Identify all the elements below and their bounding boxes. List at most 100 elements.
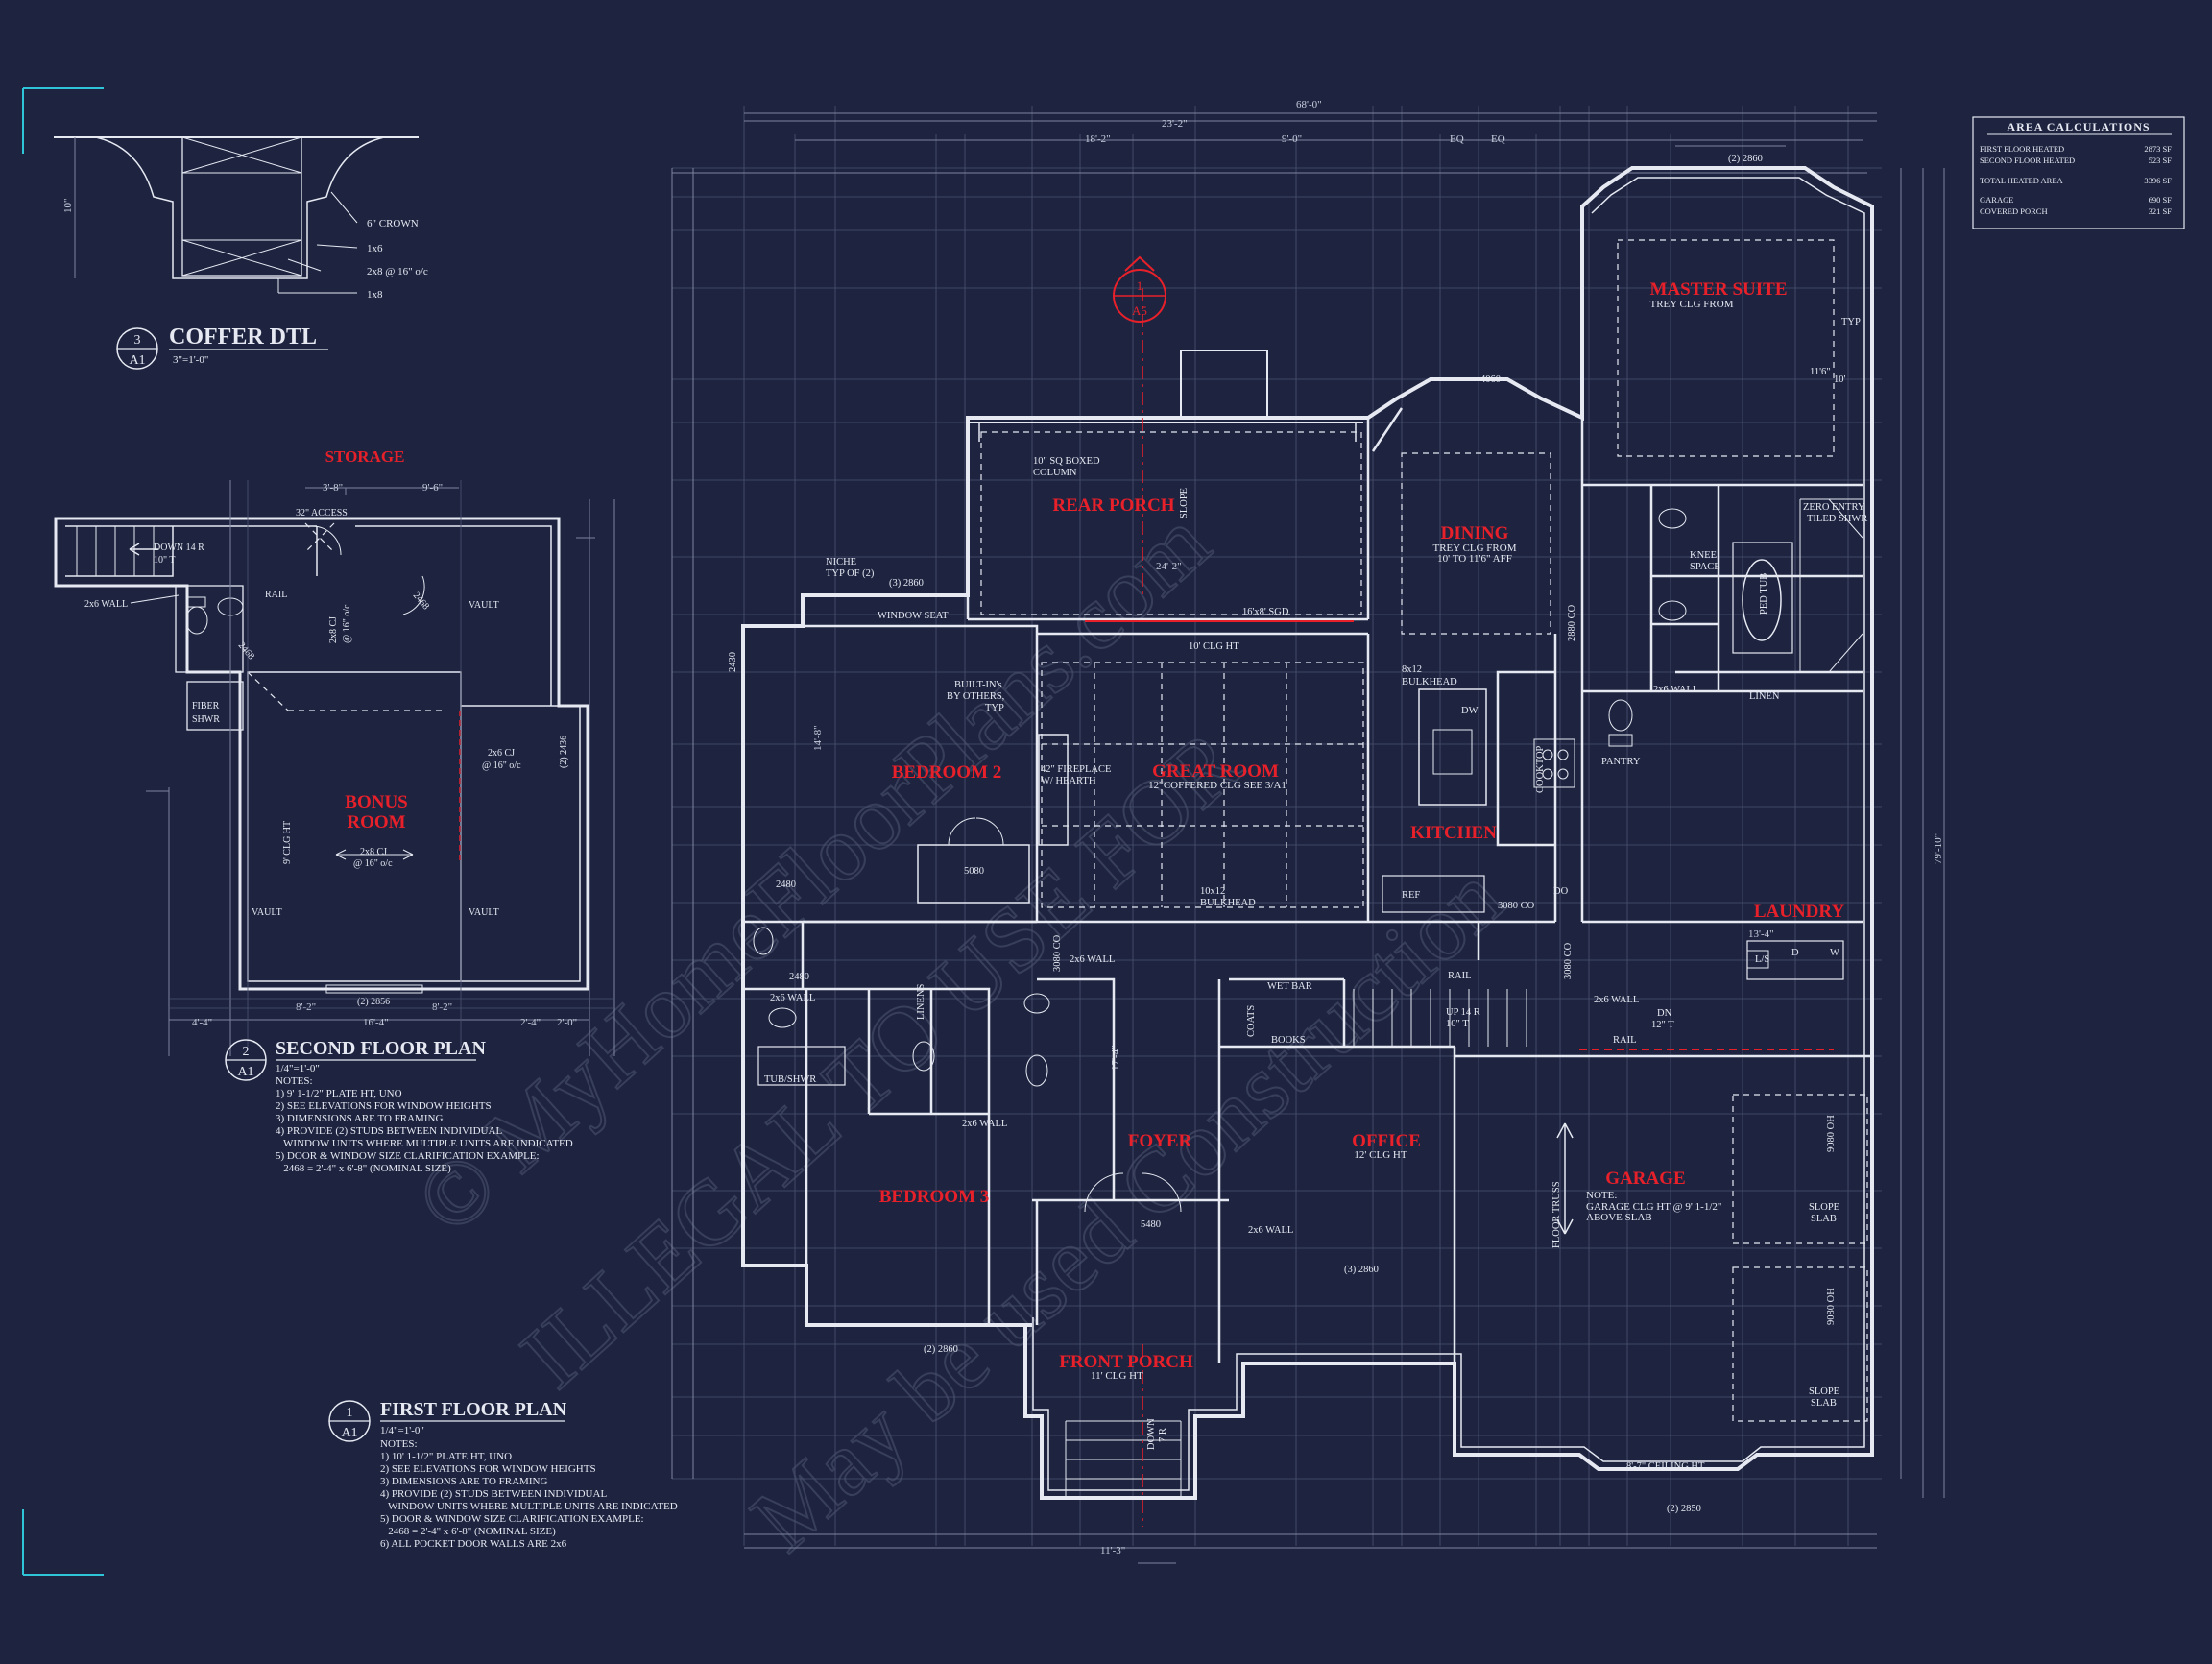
room-foyer: FOYER <box>1128 1131 1192 1151</box>
coffer-sheet: A1 <box>129 353 145 368</box>
note-2880-co: 2880 CO <box>1567 604 1577 641</box>
coffer-scale: 3"=1'-0" <box>173 354 208 366</box>
second-dim-4: 16'-4" <box>363 1017 389 1028</box>
room-rear-porch: REAR PORCH <box>1052 495 1174 516</box>
second-dim-3: 4'-4" <box>192 1017 212 1028</box>
first-note-2: 2) SEE ELEVATIONS FOR WINDOW HEIGHTS <box>380 1463 596 1475</box>
note-window-seat: WINDOW SEAT <box>878 611 949 621</box>
room-garage: GARAGE <box>1605 1169 1685 1189</box>
area-value-porch: 321 SF <box>2149 206 2173 216</box>
note-linens: LINENS <box>916 984 926 1020</box>
area-label-first: FIRST FLOOR HEATED <box>1980 144 2064 154</box>
area-value-second: 523 SF <box>2149 156 2173 165</box>
second-vault-1: VAULT <box>469 600 499 611</box>
second-vault-3: VAULT <box>469 907 499 918</box>
note-2860-a: (2) 2860 <box>924 1344 958 1355</box>
note-5080: 5080 <box>964 866 984 877</box>
section-marker-a5: 1 A5 <box>1113 255 1166 323</box>
note-rail-2: RAIL <box>1613 1035 1637 1046</box>
note-2480-b: 2480 <box>789 972 809 982</box>
note-bulkhead-2: BULKHEAD <box>1402 677 1457 687</box>
note-boxed-1: 10" SQ BOXED <box>1033 456 1100 467</box>
note-d: D <box>1791 948 1799 958</box>
note-w: W <box>1830 948 1839 958</box>
note-coats: COATS <box>1246 1005 1257 1037</box>
note-linen: LINEN <box>1749 691 1780 702</box>
note-niche-2: TYP OF (2) <box>826 568 875 579</box>
note-2x6-b: 2x6 WALL <box>1070 954 1115 965</box>
room-storage: STORAGE <box>325 447 405 466</box>
first-num: 1 <box>347 1406 353 1420</box>
note-builtin-1: BUILT-IN's <box>954 680 1002 690</box>
room-bonus-2: ROOM <box>347 812 405 832</box>
first-note-8: 6) ALL POCKET DOOR WALLS ARE 2x6 <box>380 1538 567 1550</box>
first-note-1: 1) 10' 1-1/2" PLATE HT, UNO <box>380 1451 512 1462</box>
first-notes-title: NOTES: <box>380 1438 418 1450</box>
note-2x6-d: 2x6 WALL <box>962 1119 1007 1129</box>
second-scale: 1/4"=1'-0" <box>276 1063 320 1074</box>
annotations: 10" SQ BOXED COLUMN SLOPE NICHE TYP OF (… <box>728 154 1867 1514</box>
note-2x6-a: 2x6 WALL <box>1653 685 1698 695</box>
second-dim-7: 2'-4" <box>520 1017 541 1028</box>
second-note-4: 4) PROVIDE (2) STUDS BETWEEN INDIVIDUAL <box>276 1125 502 1137</box>
area-label-porch: COVERED PORCH <box>1980 206 2048 216</box>
second-2856: (2) 2856 <box>357 997 390 1007</box>
dim-9: 9'-0" <box>1282 133 1302 145</box>
room-dining-sub1: TREY CLG FROM <box>1433 543 1517 554</box>
area-label-total: TOTAL HEATED AREA <box>1980 176 2064 185</box>
note-11-6: 11'6" <box>1810 367 1831 377</box>
room-bedroom-2: BEDROOM 2 <box>892 762 1002 783</box>
note-ceiling-87: 8'-7" CEILING HT <box>1626 1461 1705 1472</box>
note-down: DOWN <box>1146 1418 1157 1450</box>
note-slab-2: SLAB <box>1811 1398 1837 1409</box>
area-title: AREA CALCULATIONS <box>2007 120 2150 133</box>
note-niche-1: NICHE <box>826 557 856 567</box>
second-dim-6: 8'-2" <box>432 1001 452 1013</box>
dim-eq2: EQ <box>1491 133 1505 145</box>
room-dining-sub2: 10' TO 11'6" AFF <box>1437 553 1512 565</box>
first-note-4: 4) PROVIDE (2) STUDS BETWEEN INDIVIDUAL <box>380 1488 607 1500</box>
second-note-5: WINDOW UNITS WHERE MULTIPLE UNITS ARE IN… <box>276 1138 573 1149</box>
coffer-title: COFFER DTL <box>169 325 317 350</box>
note-2860-b: (2) 2860 <box>1728 154 1763 164</box>
note-3080-co-b: 3080 CO <box>1052 934 1063 972</box>
coffer-num: 3 <box>134 333 141 348</box>
second-down-10t: 10" T <box>154 555 176 566</box>
second-vault-2: VAULT <box>252 907 282 918</box>
note-3080-co: 3080 CO <box>1498 901 1535 911</box>
second-fiber: FIBER <box>192 701 220 711</box>
note-10-clg: 10' CLG HT <box>1189 641 1239 652</box>
room-laundry: LAUNDRY <box>1754 902 1845 922</box>
note-ref: REF <box>1402 890 1420 901</box>
garage-note-3: ABOVE SLAB <box>1586 1212 1652 1223</box>
note-builtin-2: BY OTHERS, <box>947 691 1004 702</box>
dim-14: 14'-8" <box>812 725 824 751</box>
area-label-garage: GARAGE <box>1980 195 2013 205</box>
dim-eq1: EQ <box>1450 133 1464 145</box>
room-bedroom-3: BEDROOM 3 <box>879 1187 990 1207</box>
first-floor-plan: 68'-0" 23'-2" 18'-2" 9'-0" EQ EQ 11'-3" … <box>328 99 1945 1564</box>
note-floor-truss: FLOOR TRUSS <box>1551 1181 1562 1248</box>
note-ls: L/S <box>1755 954 1769 965</box>
note-wet-bar: WET BAR <box>1267 981 1312 992</box>
svg-text:May be used Construction: May be used Construction <box>732 845 1522 1571</box>
note-sgd: 16'x8' SGD <box>1242 607 1289 617</box>
second-num: 2 <box>243 1045 250 1059</box>
note-knee-1: KNEE <box>1690 550 1717 561</box>
dim-23: 23'-2" <box>1162 118 1188 130</box>
note-2x6-f: 2x6 WALL <box>1594 995 1639 1005</box>
note-oh-1: 9080 OH <box>1826 1115 1837 1152</box>
second-2468b: 2468 <box>236 640 256 662</box>
area-value-total: 3396 SF <box>2144 176 2172 185</box>
garage-note-1: NOTE: <box>1586 1190 1617 1201</box>
room-dining: DINING <box>1441 523 1509 543</box>
first-note-5: WINDOW UNITS WHERE MULTIPLE UNITS ARE IN… <box>380 1501 678 1512</box>
second-2x6-wall: 2x6 WALL <box>84 599 128 610</box>
note-up-10: 10" T <box>1446 1019 1469 1029</box>
dim-68: 68'-0" <box>1296 99 1322 110</box>
second-note-7: 2468 = 2'-4" x 6'-8" (NOMINAL SIZE) <box>276 1163 451 1174</box>
second-floor-plan: STORAGE 3'-8" 9'-6" DOWN 14 R 10" T 32" … <box>54 447 615 1174</box>
second-access: 32" ACCESS <box>296 508 348 518</box>
